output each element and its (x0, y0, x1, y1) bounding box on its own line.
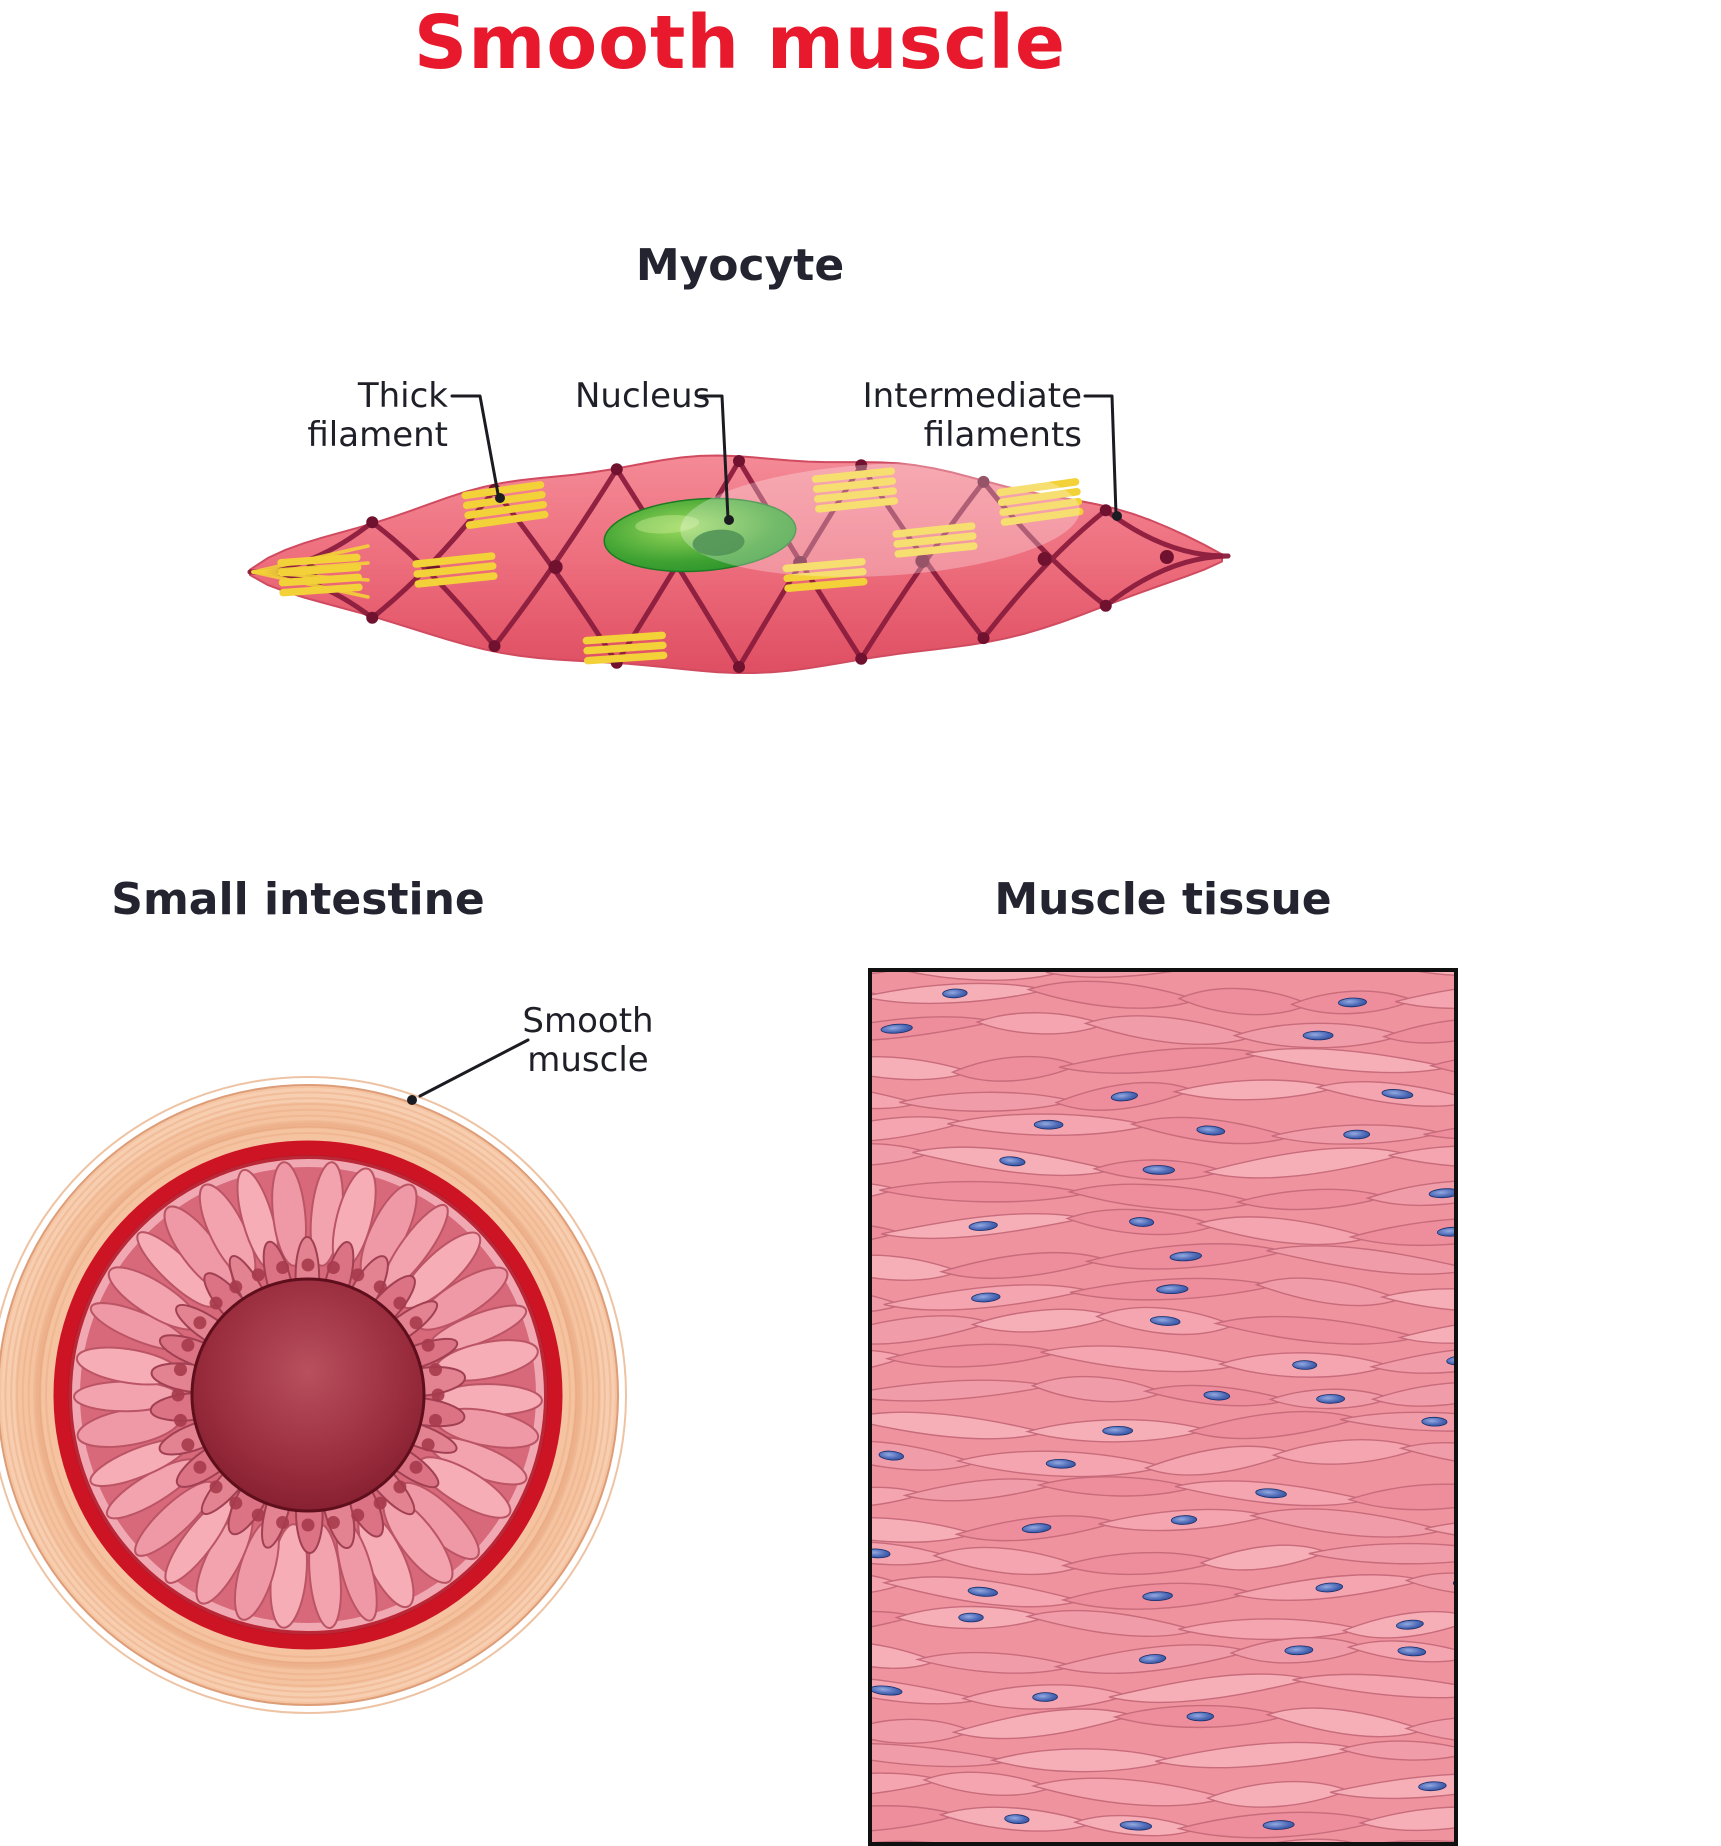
muscle-tissue-illustration (868, 968, 1458, 1846)
small-intestine-illustration (0, 1076, 627, 1714)
diagram-title: Smooth muscle (413, 0, 1067, 86)
label-thick-filament: Thick filament (307, 376, 448, 456)
muscle-tissue-heading: Muscle tissue (994, 874, 1332, 925)
small-intestine-heading: Small intestine (111, 874, 485, 925)
label-smooth-muscle: Smooth muscle (522, 1001, 654, 1081)
myocyte-illustration (247, 454, 1231, 674)
label-intermediate-filaments: Intermediate filaments (862, 376, 1082, 456)
label-nucleus: Nucleus (575, 376, 711, 416)
myocyte-heading: Myocyte (635, 240, 845, 291)
